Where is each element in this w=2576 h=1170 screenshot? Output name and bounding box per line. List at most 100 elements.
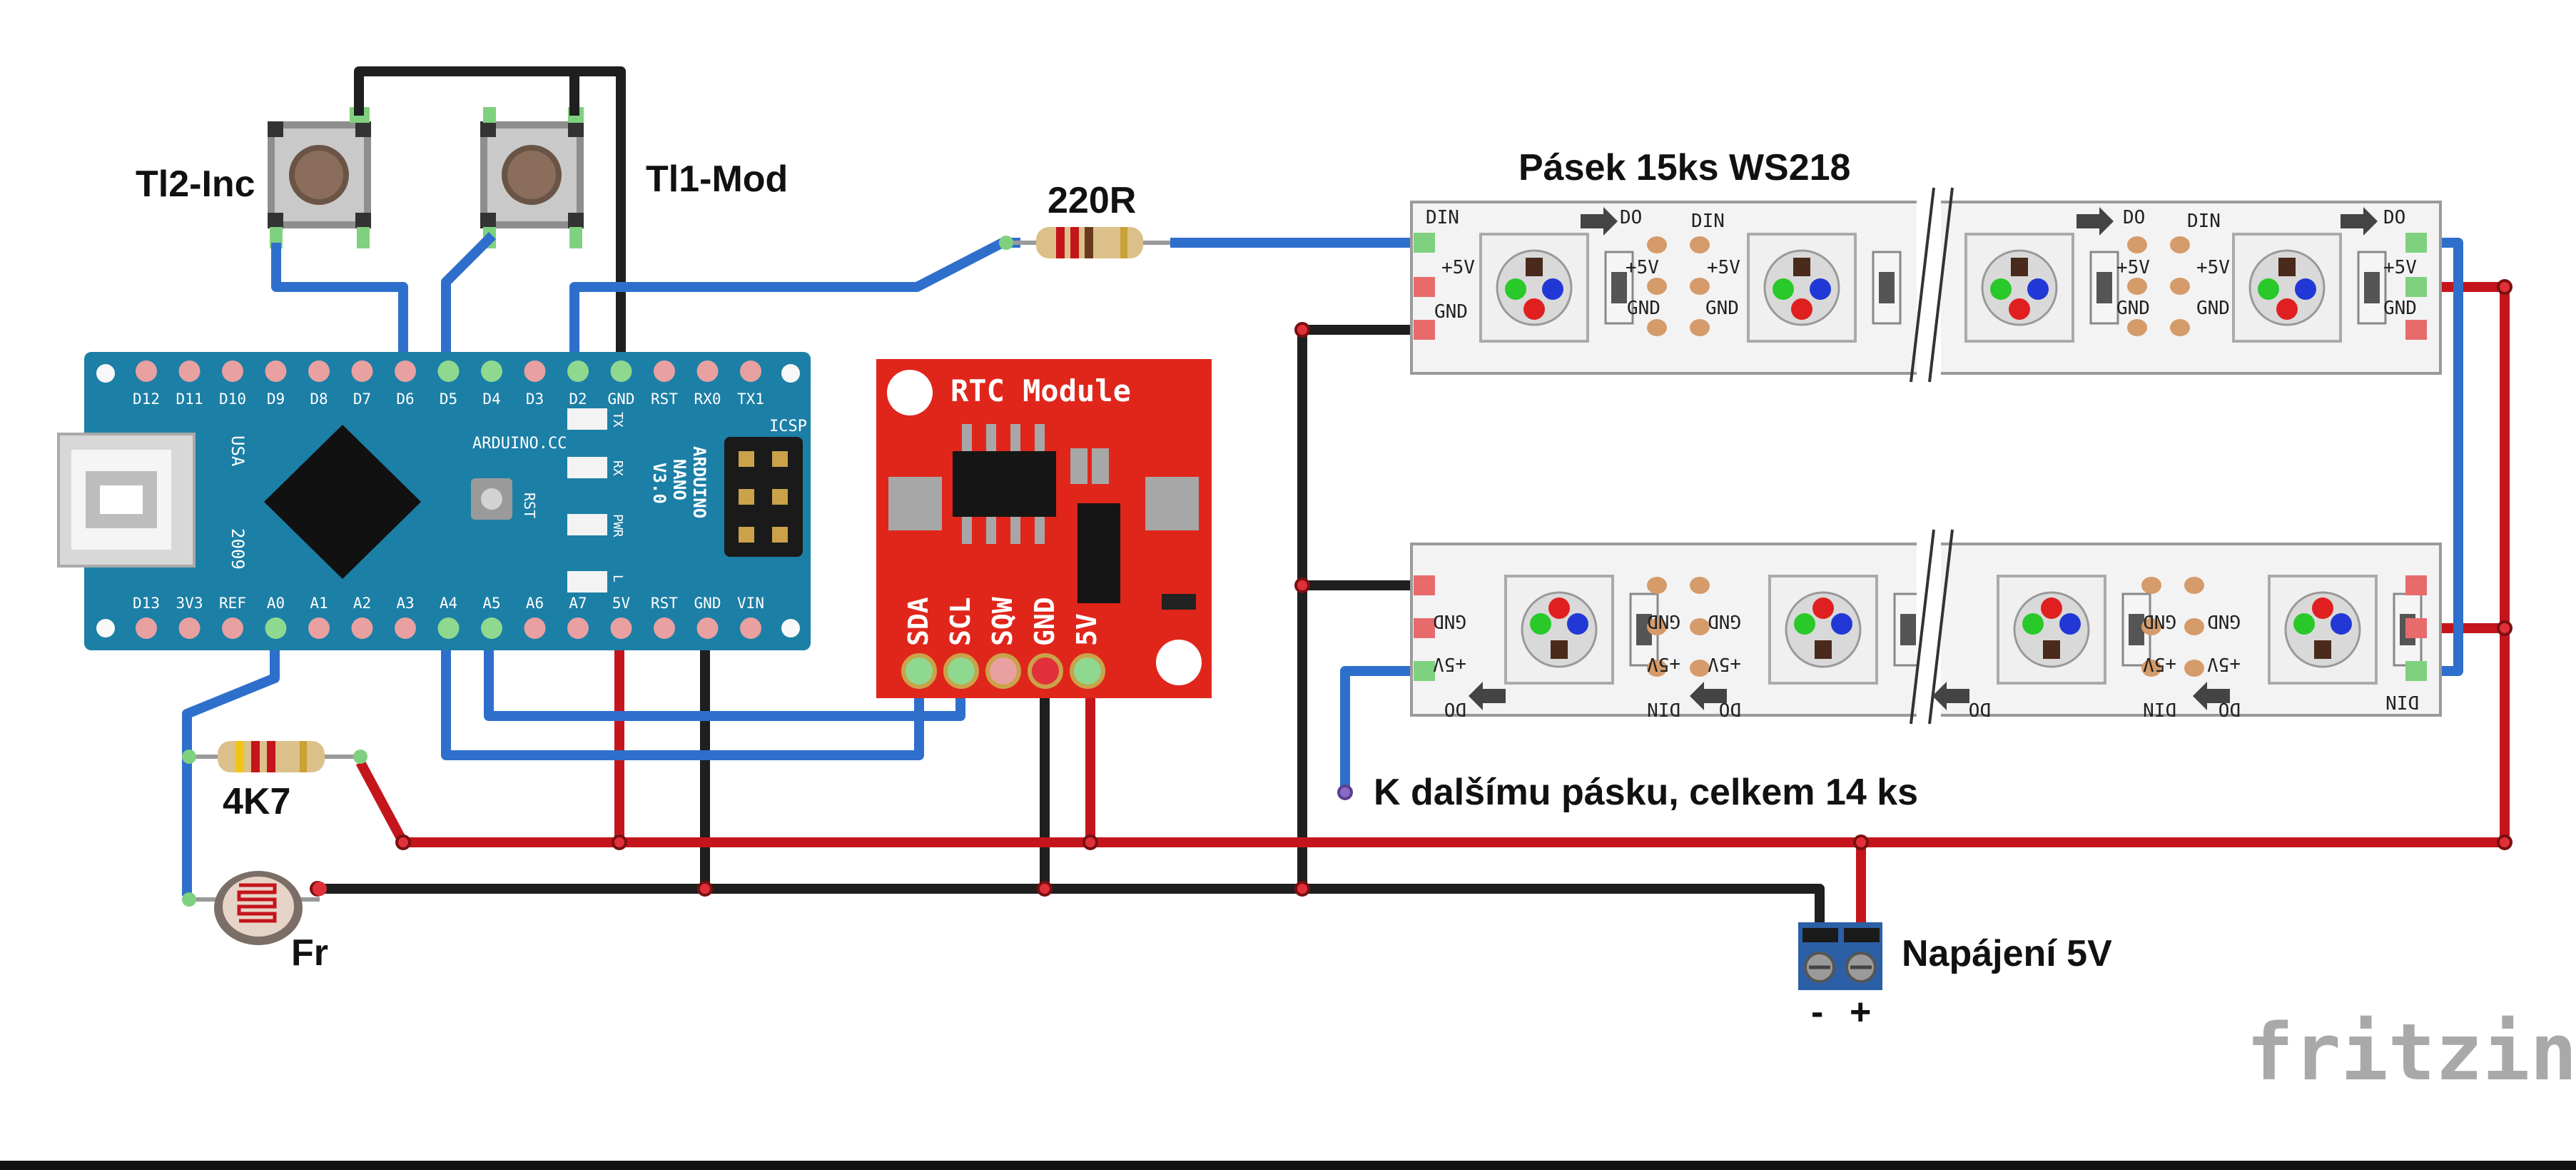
nano-bottom-pin bbox=[610, 617, 632, 639]
strip-pad bbox=[1647, 618, 1667, 635]
led-lens bbox=[1496, 249, 1573, 326]
button-tl1-mod bbox=[480, 107, 584, 248]
nano-top-pin-label: GND bbox=[608, 390, 635, 408]
led-blue-die bbox=[2331, 613, 2352, 635]
strip-pin-label: GND bbox=[1705, 298, 1739, 319]
strip-pad bbox=[2170, 278, 2190, 295]
led-die bbox=[2011, 258, 2028, 276]
nano-bottom-pin bbox=[265, 617, 287, 639]
label-power: Napájení 5V bbox=[1902, 933, 2112, 974]
strip-pin-label: +5V bbox=[1441, 257, 1475, 278]
resistor-4k7 bbox=[182, 741, 367, 772]
led-blue-die bbox=[2059, 613, 2081, 635]
nano-year-label: 2009 bbox=[228, 528, 248, 570]
rtc-pin bbox=[1070, 653, 1105, 689]
strip-pin-label: +5V bbox=[2207, 653, 2241, 675]
data-direction-arrow bbox=[1581, 207, 1618, 236]
led-blue-die bbox=[1831, 613, 1852, 635]
strip-pin-label: GND bbox=[1708, 610, 1741, 632]
nano-top-pin bbox=[610, 360, 632, 382]
nano-top-pin-label: D11 bbox=[176, 390, 203, 408]
nano-top-pin-label: TX1 bbox=[737, 390, 764, 408]
led-die bbox=[2314, 640, 2331, 659]
nano-icsp-label: ICSP bbox=[769, 418, 807, 435]
strip-pin-label: GND bbox=[2196, 298, 2230, 319]
nano-bottom-pin-label: A5 bbox=[482, 595, 500, 612]
strip-pad bbox=[2141, 577, 2161, 594]
nano-top-pin bbox=[395, 360, 416, 382]
strip-end-pad bbox=[2405, 320, 2427, 340]
strip-pin-label: +5V bbox=[2143, 653, 2176, 675]
strip-pin-label: +5V bbox=[1647, 653, 1680, 675]
strip-break-line bbox=[1928, 529, 1954, 725]
strip-pin-label: GND bbox=[2207, 610, 2241, 632]
strip-pad bbox=[1647, 278, 1667, 295]
strip-pin-label: DIN bbox=[2187, 211, 2221, 232]
nano-top-pin-label: D12 bbox=[133, 390, 160, 408]
nano-top-pin bbox=[178, 360, 201, 382]
strip-pad bbox=[2170, 319, 2190, 336]
nano-top-pin-label: D6 bbox=[396, 390, 414, 408]
nano-top-pin bbox=[351, 360, 373, 382]
nano-top-pin bbox=[308, 360, 330, 382]
led-die bbox=[1551, 640, 1568, 659]
strip-pad bbox=[2141, 618, 2161, 635]
nano-bottom-pin-label: REF bbox=[219, 595, 246, 612]
nano-bottom-pin-label: 3V3 bbox=[176, 595, 203, 612]
nano-bottom-pin bbox=[740, 617, 761, 639]
fritzing-logo: fritzing bbox=[2246, 1007, 2576, 1098]
nano-bottom-pin-label: A0 bbox=[267, 595, 285, 612]
nano-bottom-pin-label: A4 bbox=[440, 595, 457, 612]
nano-top-pin bbox=[740, 360, 761, 382]
rtc-title: RTC Module bbox=[950, 373, 1131, 408]
strip-pad bbox=[1690, 577, 1710, 594]
nano-top-pin bbox=[524, 360, 546, 382]
nano-top-pin-label: D7 bbox=[353, 390, 371, 408]
strip-end-pad bbox=[2405, 575, 2427, 595]
strip-pin-label: DIN bbox=[2143, 698, 2176, 720]
nano-led-rx: RX bbox=[610, 460, 625, 476]
strip-capacitor-body bbox=[2129, 614, 2144, 645]
strip-pad bbox=[1647, 319, 1667, 336]
nano-site-label: ARDUINO.CC bbox=[472, 435, 567, 453]
strip-pad bbox=[2184, 577, 2204, 594]
nano-top-pin bbox=[567, 360, 589, 382]
strip-pin-label: DO bbox=[1444, 698, 1466, 720]
nano-top-pin bbox=[696, 360, 719, 382]
strip-capacitor-body bbox=[2096, 272, 2112, 303]
icsp-header bbox=[724, 437, 803, 557]
strip-pad bbox=[1690, 618, 1710, 635]
led-blue-die bbox=[1810, 278, 1831, 300]
strip-pad bbox=[1690, 660, 1710, 677]
strip-pin-label: DO bbox=[1620, 207, 1642, 228]
strip-pad bbox=[2127, 278, 2147, 295]
strip-end-pad bbox=[1414, 661, 1435, 681]
led-red-die bbox=[1812, 597, 1834, 619]
led-strip-segment bbox=[1925, 543, 2442, 717]
led-lens bbox=[1981, 249, 2058, 326]
strip-pin-label: GND bbox=[1627, 298, 1660, 319]
nano-top-pin-label: D5 bbox=[440, 390, 457, 408]
label-resistor-4k7: 4K7 bbox=[223, 781, 290, 822]
led-blue-die bbox=[1542, 278, 1563, 300]
strip-break-line bbox=[1910, 529, 1935, 725]
nano-top-pin bbox=[222, 360, 243, 382]
ldr-photoresistor bbox=[182, 871, 327, 945]
led-red-die bbox=[2041, 597, 2062, 619]
nano-top-pin-label: D4 bbox=[482, 390, 500, 408]
nano-top-pin bbox=[654, 360, 675, 382]
nano-bottom-pin bbox=[222, 617, 243, 639]
strip-pin-label: GND bbox=[2116, 298, 2150, 319]
nano-bottom-pin bbox=[351, 617, 373, 639]
strip-pin-label: +5V bbox=[1708, 653, 1741, 675]
led-die bbox=[1526, 258, 1543, 276]
rtc-pin-label: SQW bbox=[987, 597, 1018, 646]
led-blue-die bbox=[1567, 613, 1588, 635]
strip-pin-label: DIN bbox=[1647, 698, 1680, 720]
nano-bottom-pin bbox=[178, 617, 201, 639]
led-lens bbox=[1521, 591, 1598, 668]
strip-pin-label: DIN bbox=[1691, 211, 1725, 232]
strip-end-pad bbox=[1414, 575, 1435, 595]
